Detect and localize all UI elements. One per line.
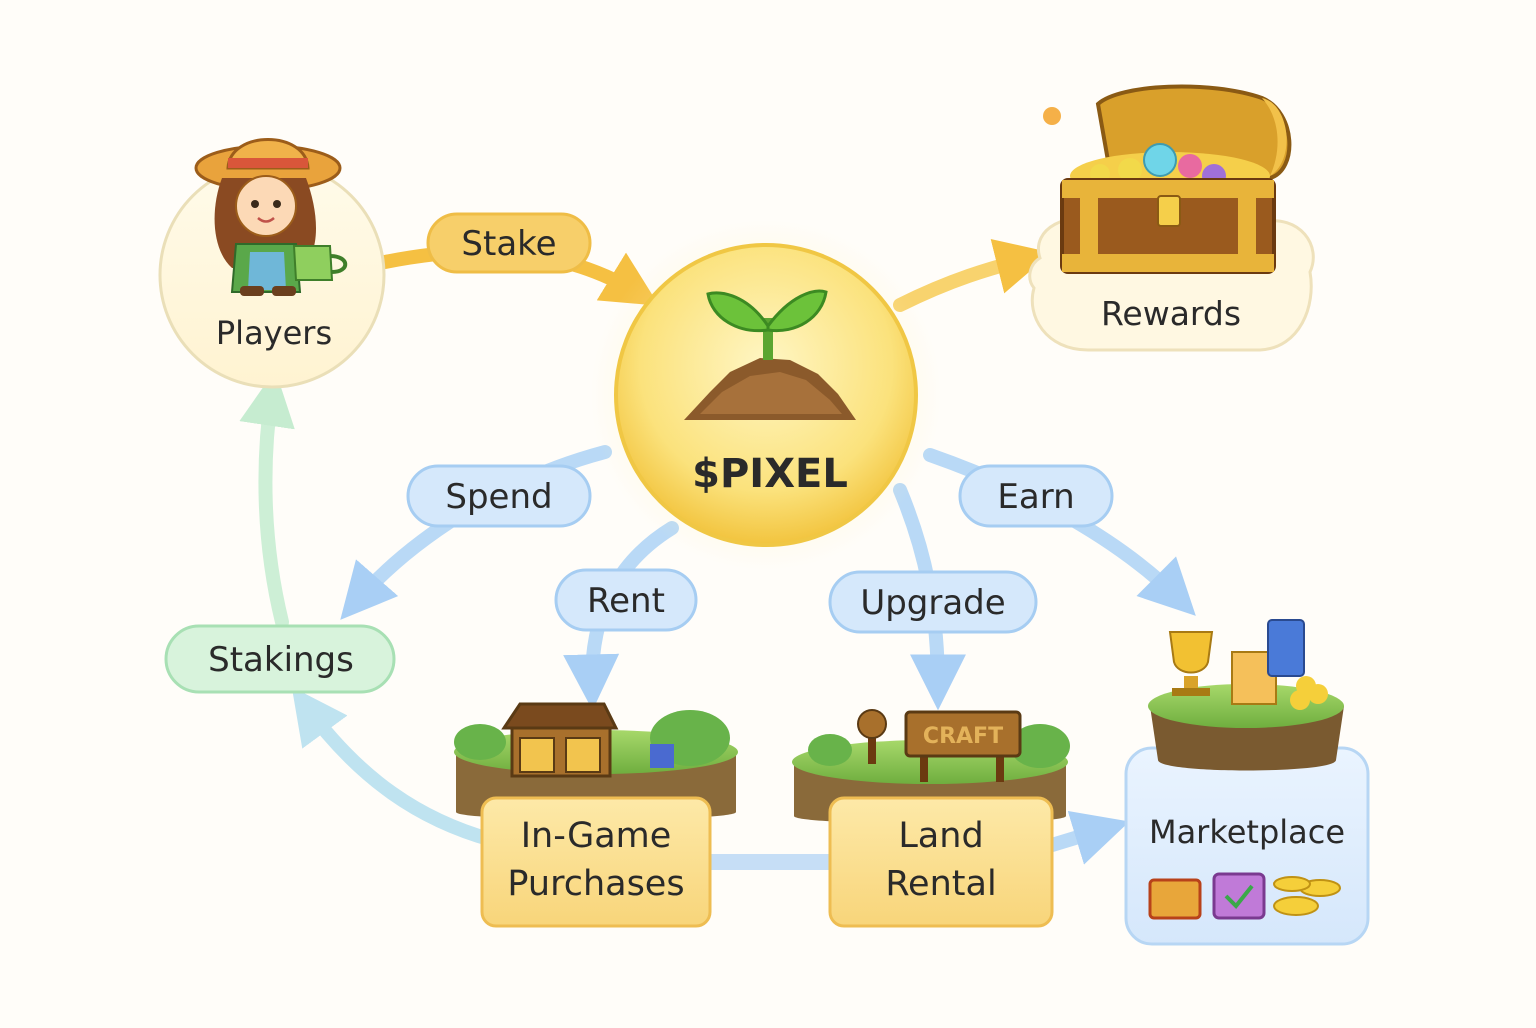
arrow-land-to-marketplace (1045, 810, 1130, 865)
rewards-node[interactable]: Rewards (1028, 84, 1315, 352)
in-game-purchases-node[interactable]: In-Game Purchases (454, 702, 738, 928)
earn-label: Earn (997, 477, 1074, 517)
land-label-line1: Land (898, 816, 983, 856)
stakings-node[interactable]: Stakings (164, 624, 396, 694)
in-game-label-line1: In-Game (521, 816, 672, 856)
arrow-ingame-to-stakings (291, 686, 499, 847)
spend-pill[interactable]: Spend (406, 464, 592, 528)
rewards-label: Rewards (1101, 294, 1241, 333)
rent-pill[interactable]: Rent (554, 568, 698, 632)
craft-sign-text: CRAFT (923, 724, 1003, 749)
marketplace-node[interactable]: Marketplace (1124, 619, 1370, 946)
marketplace-label: Marketplace (1149, 813, 1345, 851)
sprout-icon (684, 289, 856, 420)
treasure-chest-icon (1043, 84, 1292, 274)
basket-icon (1148, 878, 1202, 920)
arrow-stakings-to-players (239, 369, 295, 629)
upgrade-pill[interactable]: Upgrade (828, 570, 1038, 634)
rent-label: Rent (587, 581, 665, 621)
land-label-line2: Rental (885, 864, 996, 904)
spend-label: Spend (445, 477, 552, 517)
stake-pill[interactable]: Stake (426, 212, 592, 274)
players-node[interactable]: Players (158, 138, 386, 389)
land-rental-node[interactable]: CRAFT Land Rental (792, 709, 1070, 928)
in-game-label-line2: Purchases (507, 864, 684, 904)
center-label: $PIXEL (692, 451, 848, 497)
center-node[interactable]: $PIXEL (591, 220, 941, 570)
market-island-icon (1148, 619, 1344, 771)
trophy-icon (1168, 631, 1214, 674)
market-goods-icons (1148, 872, 1341, 920)
stake-label: Stake (461, 224, 556, 264)
stakings-label: Stakings (208, 640, 354, 680)
upgrade-label: Upgrade (860, 583, 1005, 623)
coins-icon (1273, 896, 1319, 916)
players-label: Players (216, 314, 332, 352)
earn-pill[interactable]: Earn (958, 464, 1114, 528)
farmer-character-icon (194, 138, 348, 296)
arrow-pixel-to-rewards (893, 238, 1052, 312)
